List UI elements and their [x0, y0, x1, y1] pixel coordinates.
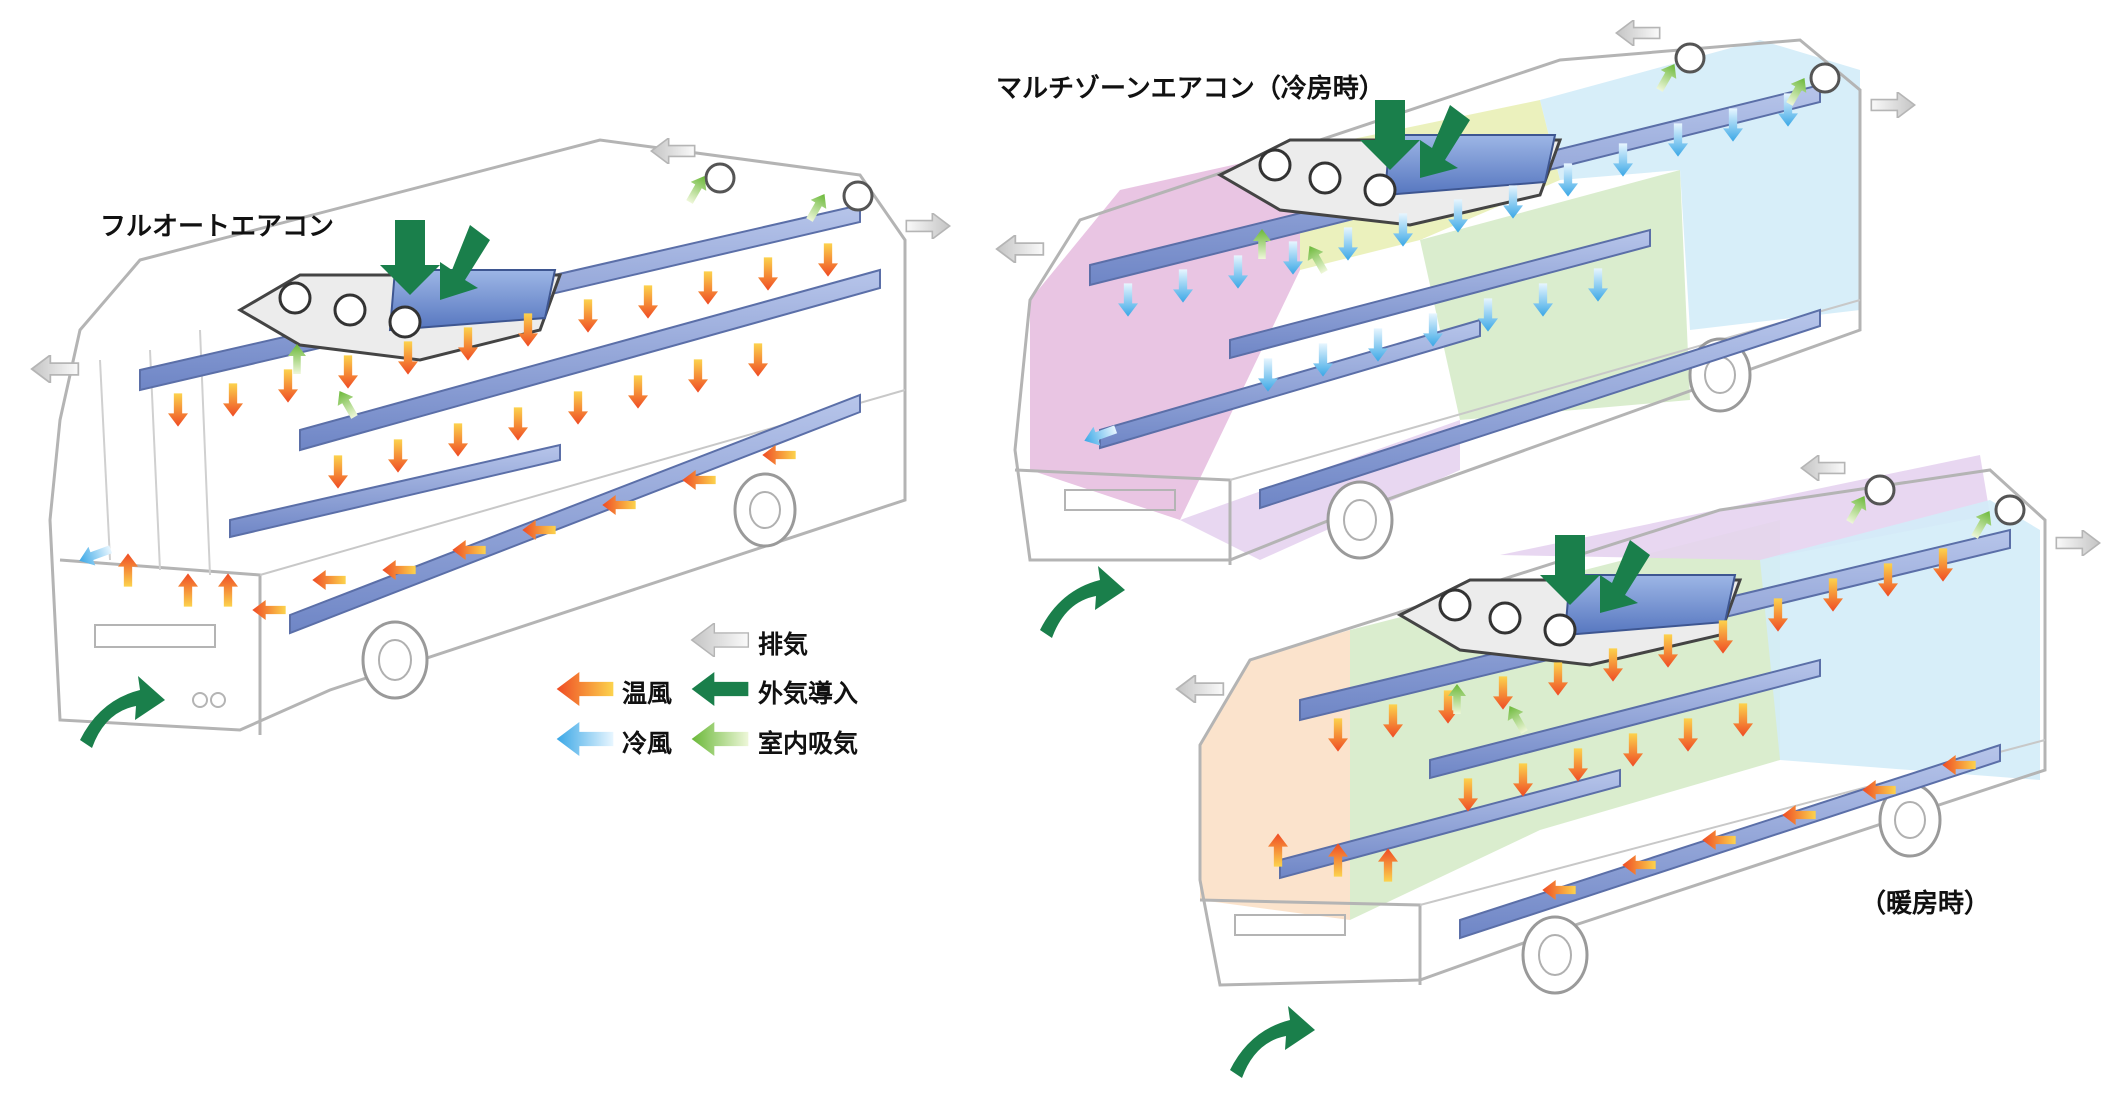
- legend-indoor-intake: 室内吸気: [758, 729, 859, 758]
- fan-icon: [842, 180, 874, 212]
- cool-air-legend-arrow-icon: [556, 722, 614, 756]
- air-duct-icon: [1279, 768, 1621, 880]
- fan-icon: [704, 162, 736, 194]
- legend-exhaust: 排気: [758, 630, 809, 659]
- air-duct-icon: [1429, 658, 1821, 780]
- fan-icon: [1543, 613, 1577, 647]
- fan-icon: [1488, 601, 1522, 635]
- wheel: [361, 620, 429, 700]
- fan-icon: [1809, 62, 1841, 94]
- zone-orange: [1200, 630, 1350, 920]
- fan-icon: [1674, 42, 1706, 74]
- fan-icon: [1438, 588, 1472, 622]
- air-duct-icon: [289, 393, 861, 635]
- bus-outline-icon: [48, 138, 907, 732]
- zone-blue: [1760, 500, 2040, 780]
- fan-icon: [333, 293, 367, 327]
- fan-icon: [278, 281, 312, 315]
- outside-air-arrows: [80, 220, 490, 748]
- outside-air-arrows: [1230, 535, 1650, 1078]
- fan-icon: [1864, 474, 1896, 506]
- rooftop-ac-unit-icon: [237, 269, 563, 362]
- bus-full-auto: [30, 138, 951, 748]
- title-heating: （暖房時）: [1860, 889, 1991, 919]
- wheel: [1326, 480, 1394, 560]
- fan-icon: [1258, 148, 1292, 182]
- legend-cool-air: 冷風: [622, 729, 673, 758]
- fan-icon: [1308, 161, 1342, 195]
- exhaust-legend-arrow-icon: [690, 623, 750, 657]
- warm-air-legend-arrow-icon: [556, 672, 614, 706]
- air-duct-icon: [1259, 308, 1821, 510]
- legend-warm-air: 温風: [622, 679, 673, 708]
- wheel: [1521, 915, 1589, 995]
- indoor-intake-legend-arrow-icon: [691, 722, 749, 756]
- outside-air-arrows: [1040, 100, 1470, 638]
- bus-heating: [1175, 455, 2101, 1078]
- air-duct-icon: [1229, 228, 1651, 360]
- outside-air-legend-arrow-icon: [691, 672, 749, 706]
- air-duct-icon: [229, 443, 561, 539]
- title-multi-zone-cooling: マルチゾーンエアコン（冷房時）: [996, 74, 1385, 104]
- fan-icon: [1994, 494, 2026, 526]
- bus-multi-zone-cooling: [995, 20, 1916, 638]
- wheel: [733, 472, 797, 548]
- legend-outside-air: 外気導入: [758, 679, 859, 708]
- fan-icon: [388, 305, 422, 339]
- title-full-auto: フルオートエアコン: [100, 212, 335, 242]
- fan-icon: [1363, 173, 1397, 207]
- zone-green: [1420, 170, 1690, 420]
- air-duct-icon: [299, 268, 881, 452]
